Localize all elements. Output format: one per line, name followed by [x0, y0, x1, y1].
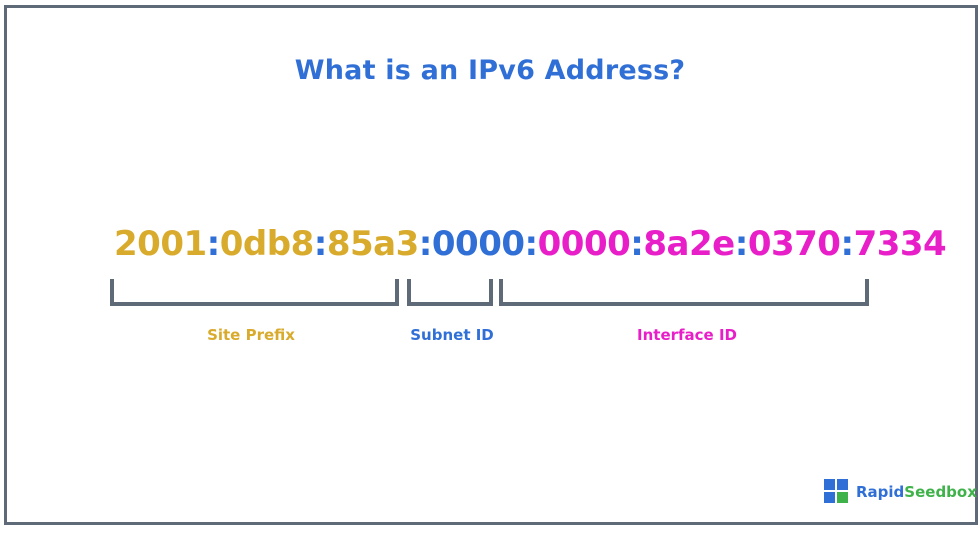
interface-id-label: Interface ID	[637, 326, 737, 344]
interface-group-3: 0370	[747, 224, 841, 264]
subnet-id-label: Subnet ID	[410, 326, 494, 344]
interface-id-bracket	[499, 279, 869, 306]
rapidseedbox-logo-icon	[824, 479, 848, 503]
separator: :	[734, 224, 749, 264]
subnet-id-bracket	[407, 279, 493, 306]
interface-group-2: 8a2e	[643, 224, 735, 264]
separator: :	[418, 224, 433, 264]
site-prefix-bracket	[110, 279, 399, 306]
site-prefix-group-3: 85a3	[326, 224, 419, 264]
diagram-title: What is an IPv6 Address?	[294, 55, 686, 86]
site-prefix-label: Site Prefix	[207, 326, 295, 344]
subnet-group: 0000	[431, 224, 525, 264]
ipv6-address: 2001:0db8:85a3:0000:0000:8a2e:0370:7334	[114, 224, 947, 264]
rapidseedbox-logo: RapidSeedbox	[823, 477, 977, 507]
site-prefix-group-1: 2001	[114, 224, 207, 264]
separator: :	[840, 224, 854, 264]
separator: :	[630, 224, 644, 264]
separator: :	[524, 224, 539, 264]
interface-group-4: 7334	[853, 224, 947, 264]
separator: :	[206, 224, 221, 264]
interface-group-1: 0000	[537, 224, 631, 264]
separator: :	[313, 224, 328, 264]
site-prefix-group-2: 0db8	[219, 224, 315, 264]
diagram-frame	[4, 5, 978, 525]
logo-wordmark: RapidSeedbox	[856, 483, 977, 501]
